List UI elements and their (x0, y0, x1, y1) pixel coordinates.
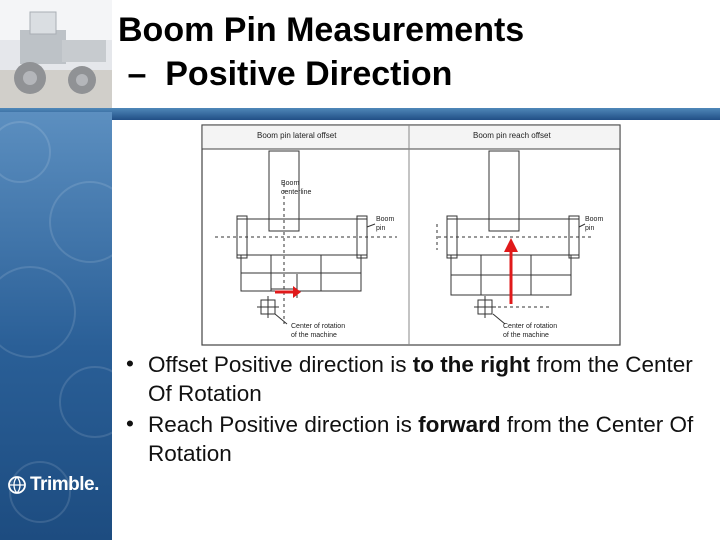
slide-title: Boom Pin Measurements – Positive Directi… (118, 8, 708, 96)
right-boom-pin-label-1: Boom (585, 216, 603, 223)
bullet-text-bold: forward (418, 412, 501, 437)
construction-machine-photo (0, 0, 112, 112)
diagram-header-row (201, 124, 621, 150)
boom-centerline-label-2: centerline (281, 189, 311, 196)
trimble-logo: Trimble. (8, 474, 99, 496)
bullet-text-post: from the Center Of Rotation (148, 412, 694, 466)
bullet-text-post: from the Center Of Rotation (148, 352, 693, 406)
left-cor-label-1: Center of rotation (291, 323, 345, 330)
right-cor-label-1: Center of rotation (503, 323, 557, 330)
diagram-figure: Boom pin lateral offset Boom pin reach o… (201, 124, 621, 346)
bullet-item-offset: • Offset Positive direction is to the ri… (122, 350, 707, 408)
bullet-text-pre: Reach Positive direction is (148, 412, 419, 437)
bullet-text-pre: Offset Positive direction is (148, 352, 413, 377)
title-heading: Boom Pin Measurements – Positive Directi… (118, 8, 708, 96)
left-sidebar-band (0, 112, 112, 540)
bullet-text-bold: to the right (412, 352, 531, 377)
left-boom-pin-label-1: Boom (376, 216, 394, 223)
trimble-globe-icon (8, 476, 26, 494)
sidebar-pattern (0, 121, 112, 523)
machine-photo-graphic (0, 0, 112, 112)
boom-pin-diagram: Boom pin lateral offset Boom pin reach o… (201, 124, 621, 346)
left-boom-pin-label-2: pin (376, 225, 385, 232)
right-cor-label-2: of the machine (503, 332, 549, 339)
right-panel-header: Boom pin reach offset (473, 131, 551, 140)
bullet-marker: • (126, 351, 134, 376)
title-line-2: – Positive Direction (118, 55, 453, 93)
bullet-list: • Offset Positive direction is to the ri… (122, 350, 707, 470)
header-divider-bar (0, 108, 720, 120)
left-panel-header: Boom pin lateral offset (257, 131, 337, 140)
offset-arrow-head (293, 286, 301, 298)
right-boom-pin-label-2: pin (585, 225, 594, 232)
boom-centerline-label-1: Boom (281, 180, 299, 187)
bullet-item-reach: • Reach Positive direction is forward fr… (122, 410, 707, 468)
bullet-marker: • (126, 411, 134, 436)
reach-arrow-head (504, 238, 518, 252)
title-line-1: Boom Pin Measurements (118, 11, 525, 49)
left-cor-label-2: of the machine (291, 332, 337, 339)
slide-header (0, 0, 720, 112)
logo-text: Trimble. (30, 474, 99, 495)
